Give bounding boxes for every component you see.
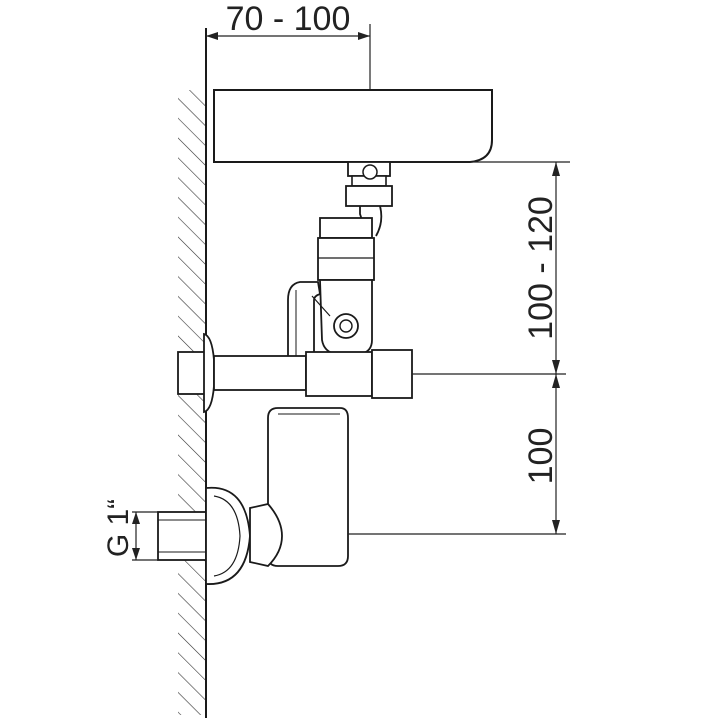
siphon-cap — [319, 217, 373, 239]
lower-dim-arrow-top — [552, 374, 560, 388]
inlet-pipe — [213, 355, 307, 391]
top-dim-arrow-right — [358, 32, 370, 40]
valve-handle — [371, 349, 413, 399]
drain-fitting — [345, 161, 393, 237]
siphon-detail-line — [311, 295, 331, 317]
drain-nut-bottom — [345, 185, 393, 207]
lower-rosette-inner — [213, 495, 241, 577]
lower-connection: G 1“ — [102, 486, 283, 585]
siphon-cylinder — [317, 237, 375, 281]
washbasin — [213, 89, 493, 163]
cylinder-body — [267, 407, 349, 567]
thread-stub — [157, 511, 207, 561]
inlet-rosette — [203, 332, 215, 414]
basin-body — [213, 89, 493, 163]
lower-dim-arrow-bottom — [552, 520, 560, 534]
top-dim-arrow-left — [206, 32, 218, 40]
thread-label: G 1“ — [102, 499, 135, 557]
drain-pipe-right — [375, 205, 383, 237]
drain-bolt — [362, 164, 378, 180]
right-dimensions: 100 - 120 100 — [390, 161, 570, 534]
lower-connector-nut — [249, 503, 283, 567]
upper-dim-arrow-bottom — [552, 360, 560, 374]
thread-arrow-bottom — [132, 548, 140, 560]
top-dimension: 70 - 100 — [206, 0, 371, 165]
upper-dim-label: 100 - 120 — [522, 196, 560, 340]
upper-dim-arrow-top — [552, 162, 560, 176]
siphon-outlet-hole — [339, 319, 353, 333]
wall — [178, 28, 207, 718]
lower-cylinder — [267, 407, 566, 567]
lower-dim-label: 100 — [522, 428, 560, 485]
top-dim-label: 70 - 100 — [226, 0, 351, 38]
valve-body — [305, 351, 373, 397]
inlet-wall-stub — [177, 351, 207, 395]
wall-hatching — [178, 90, 206, 715]
thread-arrow-top — [132, 512, 140, 524]
inlet-arm — [177, 332, 566, 414]
